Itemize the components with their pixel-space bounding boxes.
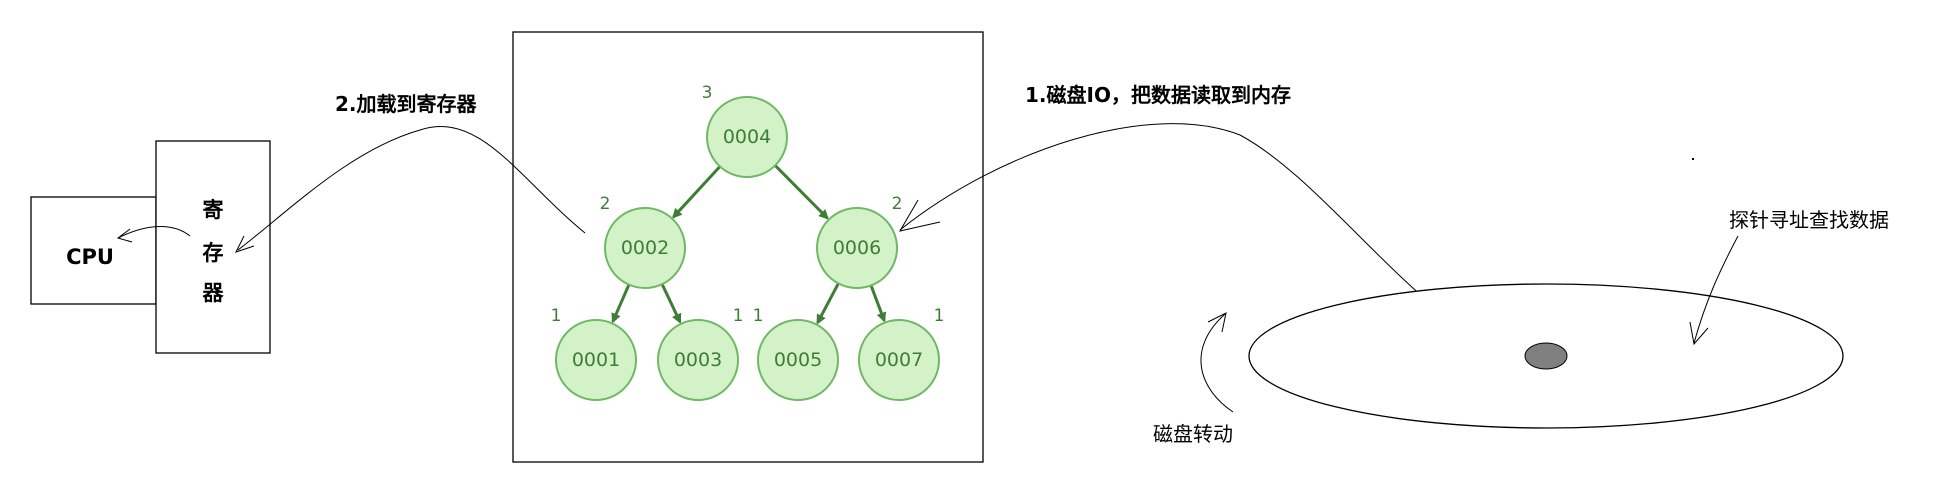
tree-edge [672,165,722,219]
tree-node [757,319,839,401]
tree-node-balance: 1 [934,306,945,326]
tree-edge [816,282,840,325]
tree-edge [660,283,682,324]
register-to-cpu-arrow [117,226,191,239]
register-char: 寄 [203,198,224,222]
tree-edge [611,284,631,324]
tree-node [858,319,940,401]
cpu-box [30,196,157,305]
register-char: 器 [202,281,225,305]
tree-node-label: 0001 [572,349,620,371]
tree-node-label: 0003 [674,349,722,371]
cpu-label: CPU [66,245,114,269]
tree-node-label: 0005 [774,349,822,371]
tree-node-balance: 2 [600,194,611,214]
tree-node [604,207,686,289]
tree-node [706,96,788,178]
tree-node-balance: 2 [892,194,903,214]
probe-arrowhead [1689,321,1709,346]
rotation-arrow [1200,313,1234,413]
load-to-register-arrowhead [235,235,255,253]
disk-io-arrow [899,123,1444,315]
tree-node [816,207,898,289]
tree-node [555,319,637,401]
tree-node-balance: 1 [753,306,764,326]
step1-label: 1.磁盘IO，把数据读取到内存 [1025,83,1291,107]
disk-rotation-label: 磁盘转动 [1153,422,1233,446]
tree-node-balance: 1 [733,306,744,326]
rotation-arrowhead [1207,312,1227,333]
register-to-cpu-arrowhead [116,228,133,243]
tree-edge [869,284,887,323]
tree-node-label: 0007 [875,349,923,371]
step2-label: 2.加载到寄存器 [335,92,478,116]
probe-label: 探针寻址查找数据 [1729,208,1889,232]
tree-node-label: 0006 [833,237,881,259]
register-char: 存 [203,241,224,265]
tree-node-label: 0004 [723,126,771,148]
disk-io-arrowhead [898,199,941,232]
tree-node [657,319,739,401]
disk-spindle [1524,342,1568,370]
tree-edge [774,164,829,220]
tree-node-balance: 3 [702,83,713,103]
btree: 0004 3 0002 2 0006 2 0001 1 0003 1 0005 1 0007 1 [551,83,945,401]
load-to-register-arrow [237,126,586,251]
tree-node-label: 0002 [621,237,669,259]
probe-arrow [1693,235,1739,344]
stray-dot [1692,158,1694,160]
tree-node-balance: 1 [551,306,562,326]
